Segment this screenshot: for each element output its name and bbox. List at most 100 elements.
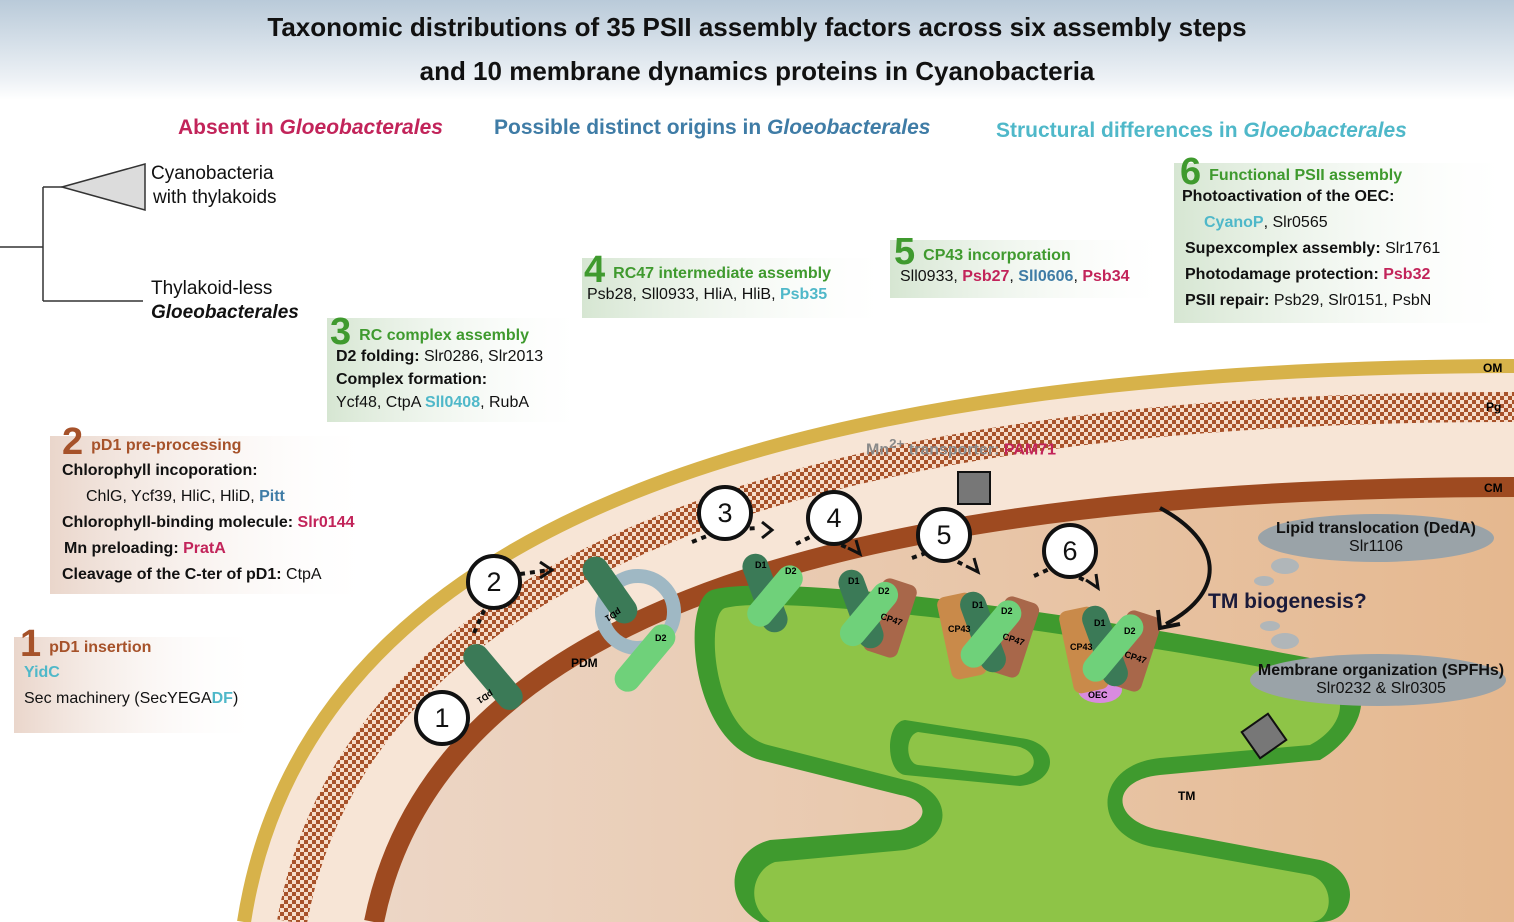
lipid-translocation-text: Lipid translocation (DedA) Slr1106 xyxy=(1262,520,1490,556)
psii-repair-value: Psb29, Slr0151, PsbN xyxy=(1273,292,1432,309)
legend-distinct: Possible distinct origins in Gloeobacter… xyxy=(494,116,930,140)
step-circle-5: 5 xyxy=(916,507,972,563)
photodamage-label: Photodamage protection: xyxy=(1185,266,1384,283)
psii-cp43-complex: D1 D2 CP43 CP47 xyxy=(937,591,1040,680)
psb32: Psb32 xyxy=(1383,266,1431,283)
mn-symbol: Mn xyxy=(866,441,890,459)
step5-sep-2: , xyxy=(1073,268,1083,285)
thylakoid-membrane xyxy=(694,585,1362,922)
arrow-1-2 xyxy=(472,605,488,634)
peptidoglycan-layer xyxy=(277,391,1514,922)
legend-structural-italic: Gloeobacterales xyxy=(1243,119,1407,142)
cytoplasmic-membrane xyxy=(364,477,1514,922)
om-label: OM xyxy=(1483,361,1502,375)
step2-title: pD1 pre-processing xyxy=(91,437,242,454)
step-circle-3: 3 xyxy=(697,485,753,541)
lipid-translocation-ellipse xyxy=(1258,514,1494,562)
sec-machinery: Sec machinery (SecYEGA xyxy=(24,690,212,707)
step5-panel xyxy=(890,240,1160,298)
thought-bubble-2 xyxy=(1254,576,1274,586)
tree-label-thylakoid-2: with thylakoids xyxy=(153,187,277,208)
thought-bubble-4 xyxy=(1271,633,1299,649)
step-circle-2: 2 xyxy=(466,554,522,610)
step4-list: Psb28, Sll0933, HliA, HliB, xyxy=(587,286,780,303)
step6-title: Functional PSII assembly xyxy=(1209,167,1403,184)
step4-panel xyxy=(582,258,882,318)
step2-number: 2 xyxy=(62,421,84,463)
step5-number: 5 xyxy=(894,231,916,273)
legend-absent: Absent in Gloeobacterales xyxy=(178,116,443,140)
step-circle-4: 4 xyxy=(806,490,862,546)
slr0144: Slr0144 xyxy=(297,514,355,531)
thought-bubble-1 xyxy=(1271,558,1299,574)
ctpa: CtpA xyxy=(286,566,322,583)
tm-label: TM xyxy=(1178,789,1195,803)
arrow-heads xyxy=(539,520,1100,592)
cp43-label-6: CP43 xyxy=(1070,642,1093,652)
step-circle-6: 6 xyxy=(1042,523,1098,579)
tm-biogenesis-arrow xyxy=(1159,506,1212,626)
complex-formation-value: Ycf48, CtpA xyxy=(336,394,425,411)
slr1761: Slr1761 xyxy=(1385,240,1441,257)
sll0933: Sll0933, xyxy=(900,268,963,285)
rc-complex: D1 D2 xyxy=(742,553,803,633)
step1-title: pD1 insertion xyxy=(49,639,152,656)
functional-psii-complex: OEC D1 D2 CP43 CP47 xyxy=(1059,605,1162,703)
psb27: Psb27 xyxy=(962,268,1010,285)
tree-label-gloeo-2: Gloeobacterales xyxy=(151,302,299,323)
cp43-label-5: CP43 xyxy=(948,624,971,634)
cm-label: CM xyxy=(1484,481,1503,495)
prata: PratA xyxy=(183,540,226,557)
oec-label: OEC xyxy=(1088,690,1108,700)
d2-label-3: D2 xyxy=(785,566,797,576)
tree-label-gloeo: Thylakoid-less Gloeobacterales xyxy=(151,277,299,325)
title-line-2: and 10 membrane dynamics proteins in Cya… xyxy=(419,56,1095,86)
tm-transporter-icon xyxy=(1240,712,1288,760)
cyanop: CyanoP xyxy=(1204,214,1264,231)
legend-distinct-text: Possible distinct origins in xyxy=(494,116,768,139)
sll0606: Sll0606 xyxy=(1018,268,1074,285)
chlorophyll-binding-label: Chlorophyll-binding molecule: xyxy=(62,514,298,531)
d2-label-6: D2 xyxy=(1124,626,1136,636)
d2-folding-value: Slr0286, Slr2013 xyxy=(423,348,544,365)
rubA: , RubA xyxy=(480,394,530,411)
d2-label-pdm: D2 xyxy=(655,633,667,643)
legend-absent-text: Absent in xyxy=(178,116,280,139)
pam71: PAM71 xyxy=(1003,441,1057,459)
d1-label-4: D1 xyxy=(848,576,860,586)
mn-transporter-icon xyxy=(957,471,991,505)
mn-transporter-text: transporter: xyxy=(904,441,1004,459)
psb35: Psb35 xyxy=(779,286,828,303)
oec-photoactivation-label: Photoactivation of the OEC: xyxy=(1182,188,1395,205)
title-banner: Taxonomic distributions of 35 PSII assem… xyxy=(0,0,1514,100)
title-line-1: Taxonomic distributions of 35 PSII assem… xyxy=(267,12,1247,42)
sec-df: DF xyxy=(211,690,233,707)
collapsed-clade-triangle xyxy=(59,163,146,211)
cleavage-label: Cleavage of the C-ter of pD1: xyxy=(62,566,287,583)
step1-number: 1 xyxy=(20,623,42,665)
step5-title: CP43 incorporation xyxy=(923,247,1071,264)
d1-label-6: D1 xyxy=(1094,618,1106,628)
slr0565: , Slr0565 xyxy=(1263,214,1328,231)
d2-folding-label: D2 folding: xyxy=(336,348,424,365)
sec-suffix: ) xyxy=(232,690,239,707)
d1-label-5: D1 xyxy=(972,600,984,610)
step3-number: 3 xyxy=(330,311,352,353)
sll0408: Sll0408 xyxy=(424,394,481,411)
d1-label-3: D1 xyxy=(755,560,767,570)
complex-formation-label: Complex formation: xyxy=(336,371,488,388)
mn-transporter-label: Mn2+ transporter: PAM71 xyxy=(866,436,1056,459)
legend-absent-italic: Gloeobacterales xyxy=(279,116,443,139)
mn-preloading-label: Mn preloading: xyxy=(64,540,184,557)
step5-box: 5 CP43 incorporation Sll0933, Psb27, Sll0… xyxy=(894,231,1129,290)
mn-charge: 2+ xyxy=(889,436,905,451)
slr1106: Slr1106 xyxy=(1349,538,1403,555)
lipid-translocation-title: Lipid translocation (DedA) xyxy=(1276,520,1476,537)
psii-repair-label: PSII repair: xyxy=(1185,292,1274,309)
pd1-preprocessing-protein: pD1 D2 xyxy=(582,556,676,692)
step4-number: 4 xyxy=(584,249,606,291)
